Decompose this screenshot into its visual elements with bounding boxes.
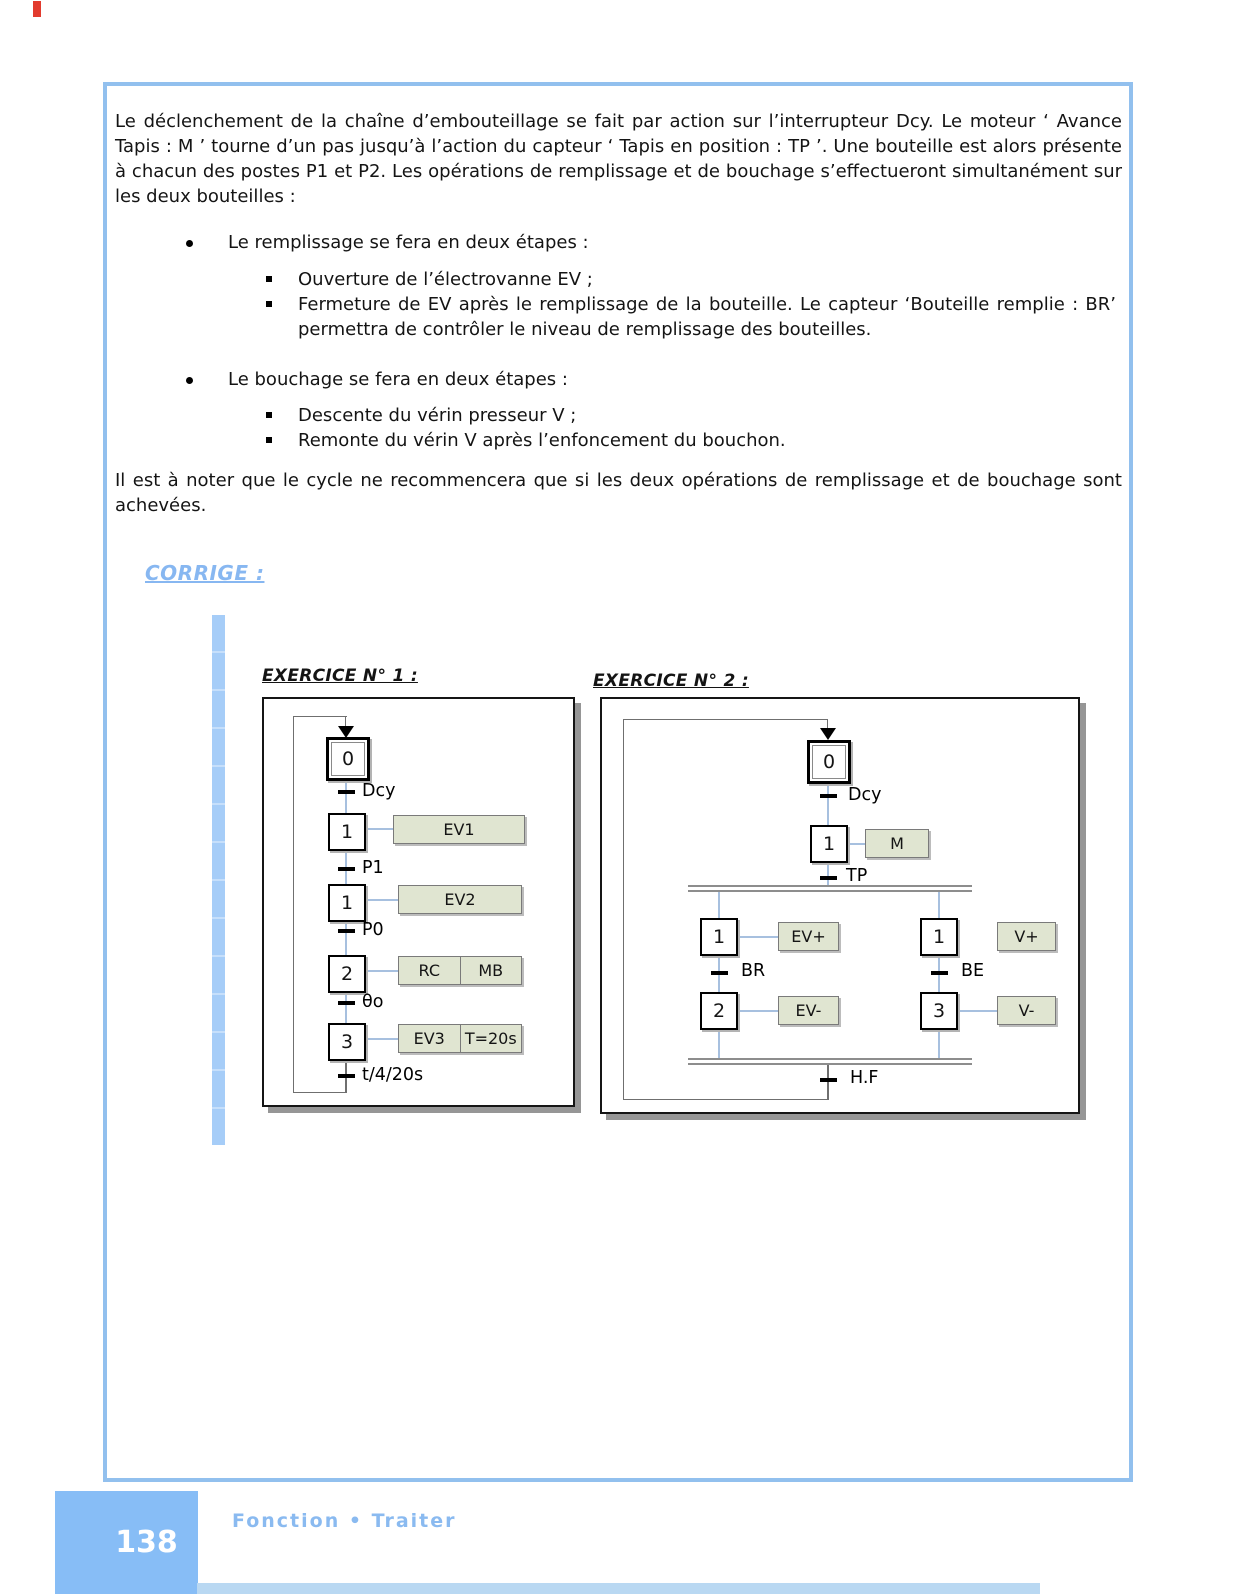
ex2-right-step-3: 3 — [920, 992, 958, 1030]
sub-bullet-fermeture: Fermeture de EV après le remplissage de … — [298, 294, 1116, 340]
square-bullet-icon — [266, 412, 272, 418]
ex2-entry-line — [827, 719, 828, 729]
sub-bullet-ouverture: Ouverture de l’électrovanne EV ; — [298, 269, 593, 290]
ex2-loop-line — [623, 719, 624, 1100]
ex1-transition-dcy: Dcy — [362, 781, 396, 801]
ex2-transition-tick — [820, 1078, 837, 1082]
sub-bullet-descente: Descente du vérin presseur V ; — [298, 405, 577, 426]
ex1-transition-p0: P0 — [362, 920, 384, 940]
ex1-connector — [366, 899, 398, 901]
ex2-transition-tick — [711, 971, 728, 975]
exercise1-diagram: 0 Dcy 1 EV1 P1 1 EV2 P0 2 RC MB θo 3 EV3… — [262, 697, 575, 1107]
ex2-transition-tick — [820, 876, 837, 880]
ex2-transition-tick — [931, 971, 948, 975]
ex1-arrow-icon — [338, 726, 354, 738]
ex2-right-branch-line — [938, 892, 940, 1059]
ex1-connector — [366, 828, 393, 830]
ex1-action-ev1: EV1 — [393, 815, 525, 844]
ex2-connector — [738, 936, 778, 938]
ex1-step-1b: 1 — [328, 884, 366, 922]
square-bullet-icon — [266, 301, 272, 307]
ex2-step-1: 1 — [810, 825, 848, 863]
exercise2-title: EXERCICE N° 2 : — [593, 671, 749, 691]
intro-paragraph: Le déclenchement de la chaîne d’emboutei… — [115, 111, 1122, 207]
square-bullet-icon — [266, 276, 272, 282]
ex2-transition-br: BR — [741, 961, 766, 981]
ex2-left-step-1: 1 — [700, 918, 738, 956]
footer-section-label: Fonction • Traiter — [232, 1510, 457, 1532]
ex2-parallel-join-bar — [688, 1058, 972, 1060]
ex1-initial-step: 0 — [326, 737, 370, 781]
ex2-left-branch-line — [718, 892, 720, 1059]
ex2-transition-tp: TP — [846, 866, 868, 886]
ex2-transition-tick — [820, 794, 837, 798]
ex2-connector — [848, 843, 865, 845]
ex1-action-ev2: EV2 — [398, 885, 522, 914]
ex1-transition-tick — [338, 790, 355, 794]
exercise1-title: EXERCICE N° 1 : — [262, 666, 418, 686]
ex1-initial-step-label: 0 — [331, 742, 365, 776]
ex1-transition-theta: θo — [362, 992, 384, 1012]
ex1-transition-tick — [338, 1001, 355, 1005]
ex2-initial-step-label: 0 — [812, 745, 846, 779]
ex2-left-step-2: 2 — [700, 992, 738, 1030]
left-accent-bar — [212, 615, 225, 1145]
ex2-right-step-1: 1 — [920, 918, 958, 956]
ex1-entry-line — [345, 716, 346, 728]
bullet-bouchage: Le bouchage se fera en deux étapes : — [228, 369, 568, 390]
ex1-action-timer: T=20s — [459, 1025, 522, 1052]
ex1-action-ev3-timer: EV3 T=20s — [398, 1024, 522, 1053]
bullet-icon — [186, 377, 193, 384]
red-corner-mark — [33, 1, 41, 17]
ex1-loop-line — [293, 716, 294, 1093]
ex1-loop-top — [293, 716, 347, 717]
ex1-step-1: 1 — [328, 813, 366, 851]
ex2-connector — [958, 1010, 997, 1012]
ex1-action-ev3: EV3 — [413, 1029, 445, 1048]
ex2-action-ev-plus: EV+ — [778, 922, 839, 951]
ex2-loop-bottom — [623, 1099, 829, 1100]
ex1-connector — [366, 1038, 398, 1040]
sub-bullet-remonte: Remonte du vérin V après l’enfoncement d… — [298, 430, 786, 451]
ex1-transition-tick — [338, 929, 355, 933]
ex2-parallel-split-bar — [688, 890, 972, 892]
ex1-action-rc: RC — [418, 961, 441, 980]
ex2-connector — [738, 1010, 778, 1012]
ex2-parallel-split-bar — [688, 885, 972, 887]
ex2-transition-hf: H.F — [850, 1068, 879, 1088]
ex2-action-v-minus: V- — [997, 996, 1056, 1025]
ex2-action-ev-minus: EV- — [778, 996, 839, 1025]
ex1-transition-timer: t/4/20s — [362, 1065, 424, 1085]
ex2-initial-step: 0 — [807, 740, 851, 784]
ex2-transition-be: BE — [961, 961, 985, 981]
ex2-main-line-bottom — [827, 1065, 829, 1100]
ex2-action-m: M — [865, 829, 929, 858]
ex2-action-v-plus: V+ — [997, 922, 1056, 951]
ex2-loop-top — [623, 719, 828, 720]
bullet-remplissage: Le remplissage se fera en deux étapes : — [228, 232, 589, 253]
page-number: 138 — [115, 1525, 178, 1560]
exercise2-diagram: 0 Dcy 1 M TP 1 EV+ BR 2 EV- 1 V+ BE 3 V- — [600, 697, 1080, 1114]
square-bullet-icon — [266, 437, 272, 443]
corrige-heading: CORRIGE : — [145, 561, 265, 585]
ex1-step-2: 2 — [328, 955, 366, 993]
ex1-connector — [366, 970, 398, 972]
ex2-transition-dcy: Dcy — [848, 785, 882, 805]
ex1-step-3: 3 — [328, 1023, 366, 1061]
ex1-transition-p1: P1 — [362, 858, 384, 878]
bottom-edge-strip — [197, 1583, 1040, 1594]
bullet-icon — [186, 240, 193, 247]
ex1-loop-bottom — [293, 1092, 347, 1093]
page-number-badge: 138 — [55, 1491, 198, 1594]
ex1-action-mb: MB — [459, 957, 522, 984]
ex1-transition-tick — [338, 867, 355, 871]
ex2-parallel-join-bar — [688, 1063, 972, 1065]
ex1-transition-tick — [338, 1074, 355, 1078]
ex1-action-rc-mb: RC MB — [398, 956, 522, 985]
ex2-arrow-icon — [820, 728, 836, 740]
note-paragraph: Il est à noter que le cycle ne recommenc… — [115, 470, 1122, 516]
